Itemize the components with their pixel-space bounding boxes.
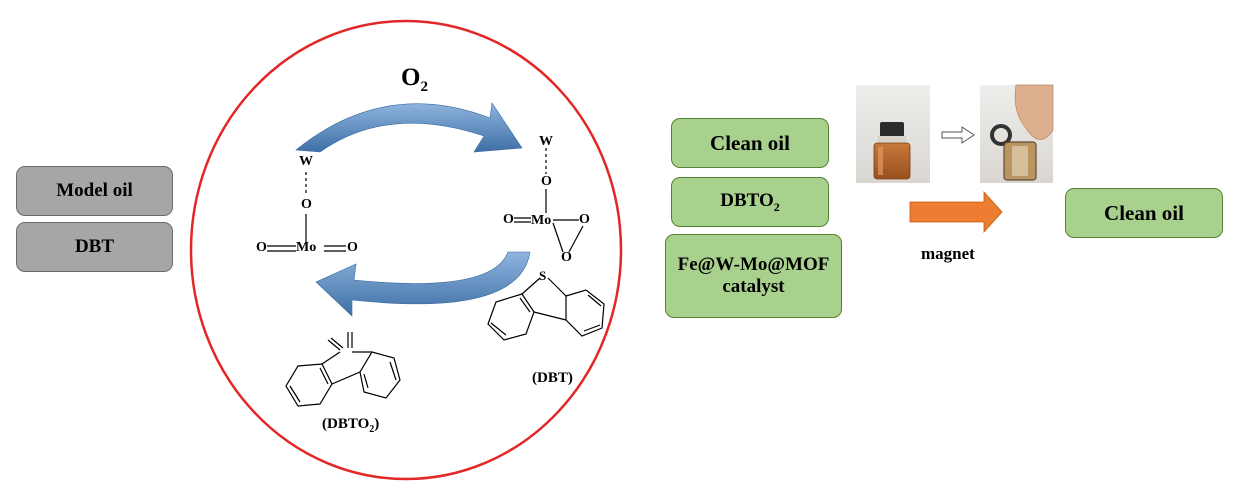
- atom-o-right-oxo: O: [503, 212, 514, 227]
- mo-complex-right: [514, 148, 584, 253]
- top-cycle-arrow: [295, 102, 523, 153]
- model-oil-label: Model oil: [56, 180, 133, 202]
- dbto2-label-sub: 2: [369, 424, 375, 435]
- small-transfer-arrow: [941, 126, 975, 144]
- final-clean-oil-label: Clean oil: [1104, 200, 1184, 225]
- reaction-circle: [189, 19, 623, 481]
- atom-o-left-1: O: [256, 240, 267, 255]
- oxygen-subscript: 2: [420, 79, 428, 95]
- magnet-arrow: [909, 190, 1003, 234]
- clean-oil-box: Clean oil: [671, 118, 829, 168]
- dbto2-box: DBTO2: [671, 177, 829, 227]
- dbt-label: DBT: [74, 236, 115, 258]
- oxygen-label: O2: [401, 64, 428, 96]
- dbto2-label-main: (DBTO: [322, 416, 370, 432]
- dbt-molecule: [487, 277, 605, 341]
- dbt-molecule-label: (DBT): [532, 370, 573, 386]
- oxygen-symbol: O: [401, 64, 421, 91]
- dbto2-box-sub: 2: [773, 199, 780, 214]
- bottom-cycle-arrow: [315, 251, 531, 317]
- dbto2-molecule: [285, 332, 401, 407]
- final-clean-oil-box: Clean oil: [1065, 188, 1223, 238]
- dbt-sulfur: S: [539, 268, 547, 283]
- atom-o-left-bridge: O: [301, 197, 312, 212]
- atom-o-right-peroxo-2: O: [561, 250, 572, 265]
- atom-o-left-2: O: [347, 240, 358, 255]
- atom-o-right-bridge: O: [541, 174, 552, 189]
- atom-mo-left: Mo: [296, 240, 317, 255]
- dbto2-box-main: DBTO: [720, 189, 774, 211]
- atom-w-right: W: [539, 134, 553, 149]
- magnet-separation-photo: [980, 84, 1054, 183]
- mo-complex-left: [267, 172, 346, 252]
- dbto2-box-label: DBTO2: [720, 190, 780, 215]
- catalyst-line1: Fe@W-Mo@MOF: [677, 254, 830, 276]
- catalyst-box: Fe@W-Mo@MOF catalyst: [665, 234, 842, 318]
- atom-o-right-peroxo-1: O: [579, 212, 590, 227]
- magnet-label: magnet: [921, 244, 975, 263]
- atom-mo-right: Mo: [531, 213, 552, 228]
- atom-w-left: W: [299, 154, 313, 169]
- model-oil-box: Model oil: [16, 166, 173, 216]
- clean-oil-label: Clean oil: [710, 130, 790, 155]
- catalyst-line2: catalyst: [722, 276, 785, 297]
- dbto2-label-end: ): [374, 416, 380, 432]
- dbto2-molecule-label: (DBTO2): [322, 416, 379, 435]
- dbt-box: DBT: [16, 222, 173, 272]
- oil-vial-photo: [856, 85, 930, 183]
